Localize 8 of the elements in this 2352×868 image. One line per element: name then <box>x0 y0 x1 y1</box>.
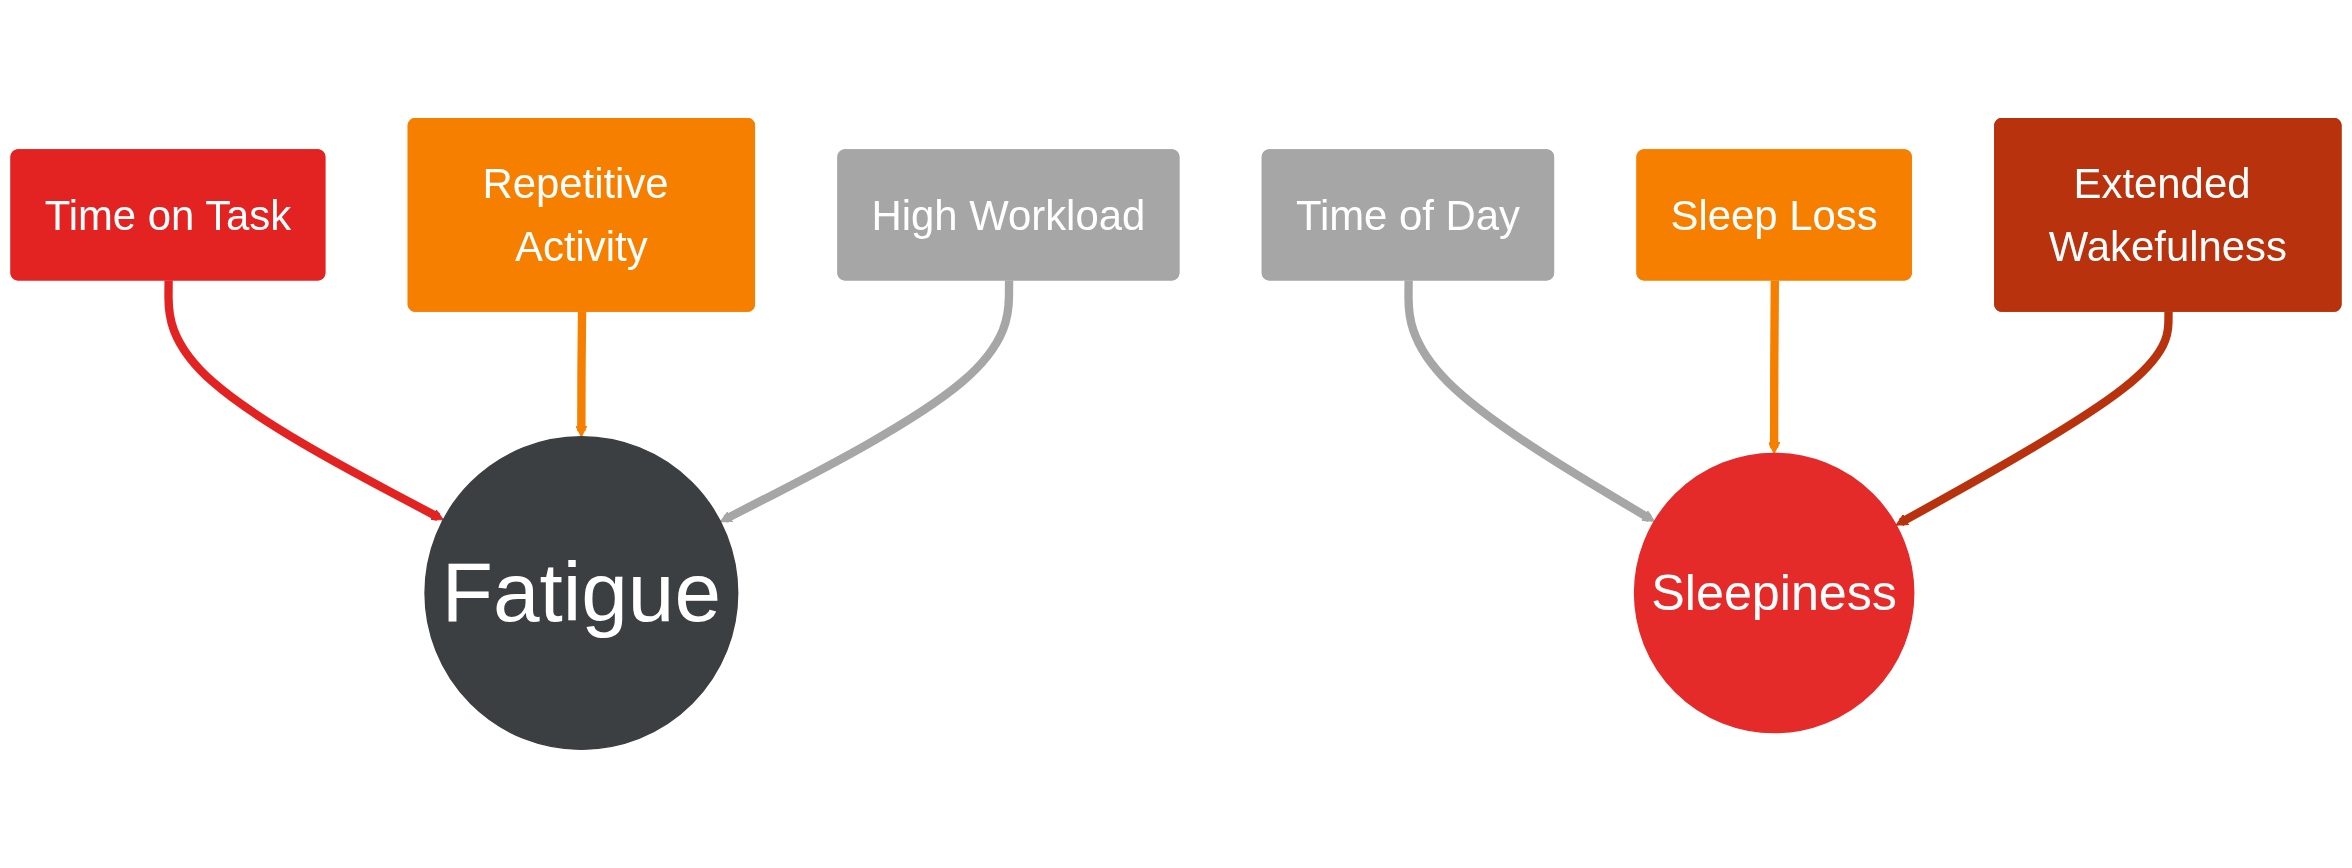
arrow <box>719 280 1014 523</box>
arrow <box>575 311 588 438</box>
arrow <box>1768 280 1781 454</box>
arrow <box>164 280 444 521</box>
node-circle: Fatigue <box>424 436 739 751</box>
arrow <box>1895 311 2173 527</box>
arrow <box>1404 280 1655 523</box>
node-circle: Sleepiness <box>1633 452 1915 734</box>
